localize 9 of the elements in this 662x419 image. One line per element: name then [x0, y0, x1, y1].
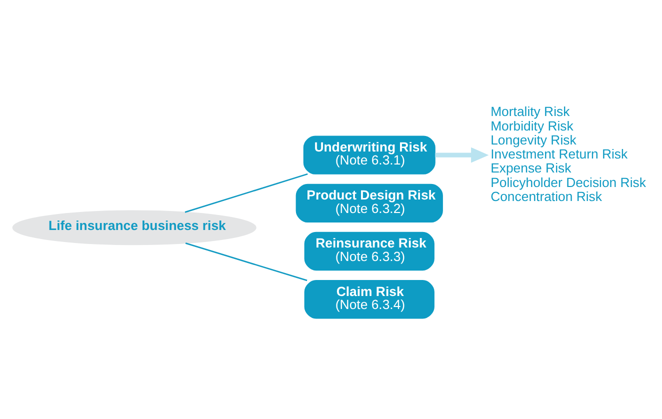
node-box: Product Design Risk (Note 6.3.2)	[296, 183, 443, 222]
arrow	[435, 146, 489, 162]
node-box: Underwriting Risk (Note 6.3.1)	[303, 135, 436, 174]
node-box: Reinsurance Risk (Note 6.3.3)	[304, 231, 434, 270]
connector	[185, 242, 308, 281]
connector	[184, 172, 308, 212]
node-text: Mortality Risk Morbidity Risk Longevity Risk Investment Return Risk Expense Risk Policyholder Decision Risk Concentration Risk	[490, 104, 646, 204]
node-box: Claim Risk (Note 6.3.4)	[304, 280, 434, 318]
node-ellipse: Life insurance business risk	[12, 210, 256, 245]
